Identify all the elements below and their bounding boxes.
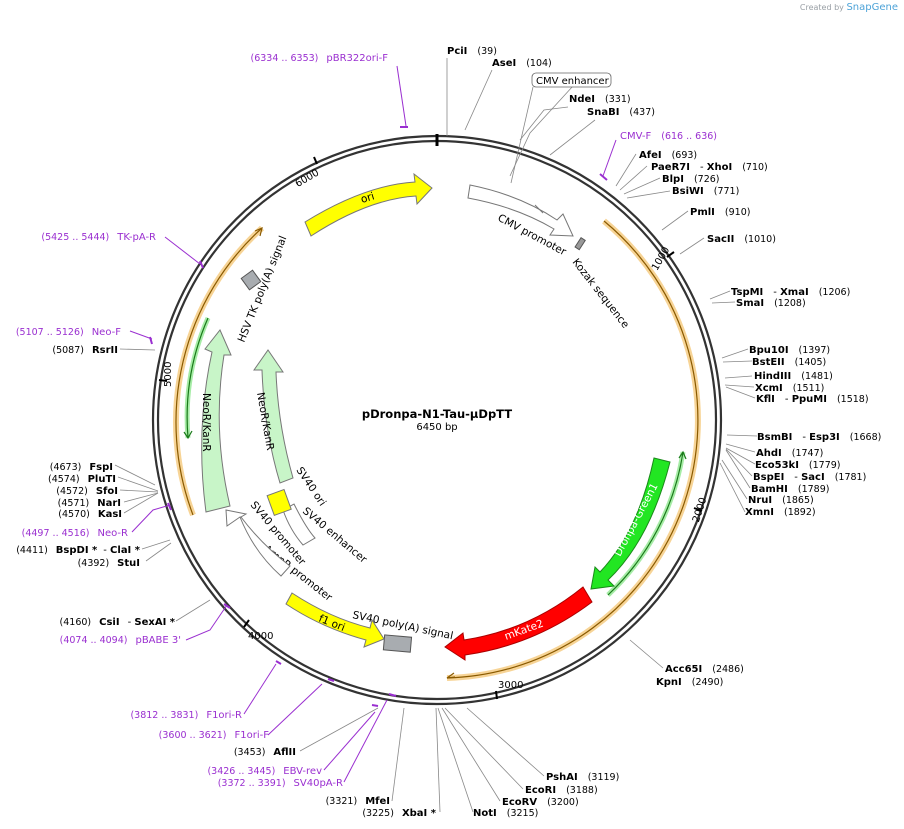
tick-5000: 5000 [163, 362, 174, 387]
primer-marks [129, 65, 617, 783]
cmv-enhancer-label: CMV enhancer [536, 76, 610, 87]
enzyme-sacii[interactable]: SacII(1010) [707, 234, 776, 245]
primer-cmv-f[interactable]: CMV-F(616 .. 636) [620, 131, 717, 142]
enzyme-rsrii[interactable]: (5087)RsrII [52, 345, 118, 356]
enzyme-kfli[interactable]: KflI- PpuMI(1518) [756, 394, 869, 405]
enzyme-ecorv[interactable]: EcoRV(3200) [502, 797, 579, 808]
origin-mark [435, 134, 439, 146]
enzyme-pshai[interactable]: PshAI(3119) [546, 772, 619, 783]
enzyme-sfoi[interactable]: (4572)SfoI [56, 486, 118, 497]
enzyme-stui[interactable]: (4392)StuI [78, 558, 140, 569]
feature-sv40-enhancer[interactable] [282, 503, 316, 546]
enzyme-pmli[interactable]: PmlI(910) [690, 207, 750, 218]
feature-kozak-label: Kozak sequence [570, 256, 632, 330]
primer-f1ori-f[interactable]: (3600 .. 3621)F1ori-F [159, 730, 270, 741]
feature-neokan-outer[interactable]: NeoR/KanR [200, 329, 232, 513]
enzyme-pcii[interactable]: PciI(39) [447, 46, 497, 57]
enzyme-kasi[interactable]: (4570)KasI [58, 509, 122, 520]
enzyme-hindiii[interactable]: HindIII(1481) [754, 371, 833, 382]
enzyme-pluti[interactable]: (4574)PluTI [48, 474, 116, 485]
primer-ebv-rev[interactable]: (3426 .. 3445)EBV-rev [207, 766, 322, 777]
feature-hsv-tk-polya[interactable] [240, 269, 262, 291]
enzyme-noti[interactable]: NotI(3215) [473, 808, 538, 819]
enzyme-xbai[interactable]: (3225)XbaI * [362, 808, 436, 819]
feature-sv40-polya[interactable] [382, 634, 413, 653]
enzyme-ecori[interactable]: EcoRI(3188) [525, 785, 598, 796]
primer-neo-r[interactable]: (4497 .. 4516)Neo-R [22, 528, 128, 539]
enzyme-tspmi[interactable]: TspMI- XmaI(1206) [731, 287, 850, 298]
feature-ori[interactable]: ori [304, 172, 433, 237]
plasmid-name: pDronpa-N1-Tau-μDpTT [362, 407, 512, 421]
tick-4000: 4000 [248, 631, 273, 642]
primer-f1ori-r[interactable]: (3812 .. 3831)F1ori-R [130, 710, 242, 721]
feature-sv40-ori[interactable] [266, 488, 292, 517]
enzyme-kpni[interactable]: KpnI(2490) [656, 677, 723, 688]
feature-cmv-promoter[interactable] [467, 184, 574, 237]
enzyme-bamhi[interactable]: BamHI(1789) [751, 484, 829, 495]
tick-1000: 1000 [650, 245, 672, 273]
feature-mkate2[interactable]: mKate2 [444, 586, 593, 661]
feature-neokan-outer-label: NeoR/KanR [200, 393, 212, 452]
enzyme-asei[interactable]: AseI(104) [492, 58, 552, 69]
snapgene-logo: Created by SnapGene [799, 2, 898, 13]
feature-f1-ori-label: f1 ori [317, 613, 347, 634]
dronpa-orf-line [606, 450, 687, 597]
backbone [151, 134, 723, 706]
neo-orf-line [183, 316, 211, 440]
enzyme-snabi[interactable]: SnaBI(437) [587, 107, 655, 118]
enzyme-bpu10i[interactable]: Bpu10I(1397) [749, 345, 830, 356]
enzyme-leaders [114, 58, 758, 813]
enzyme-mfei[interactable]: (3321)MfeI [326, 796, 390, 807]
tick-6000: 6000 [294, 168, 322, 190]
enzyme-blpi[interactable]: BlpI(726) [662, 174, 719, 185]
enzyme-smai[interactable]: SmaI(1208) [736, 298, 806, 309]
enzyme-nrui[interactable]: NruI(1865) [748, 495, 814, 506]
enzyme-bspdi[interactable]: (4411)BspDI *- ClaI * [16, 545, 141, 556]
feature-sv40-promoter[interactable] [225, 509, 291, 577]
enzyme-aflii[interactable]: (3453)AflII [234, 747, 296, 758]
feature-dronpa-label: Dronpa-Green1 [612, 481, 661, 558]
enzyme-bsmbi[interactable]: BsmBI- Esp3I(1668) [757, 432, 881, 443]
enzyme-acc65i[interactable]: Acc65I(2486) [665, 664, 744, 675]
cmv-enhancer-callout[interactable]: CMV enhancer [510, 72, 612, 184]
scale-ticks [158, 156, 703, 700]
feature-sv40-ori-label: SV40 ori [294, 465, 329, 508]
enzyme-xmni[interactable]: XmnI(1892) [745, 507, 816, 518]
plasmid-size: 6450 bp [416, 422, 457, 433]
enzyme-ahdi[interactable]: AhdI(1747) [756, 448, 823, 459]
enzyme-fspi[interactable]: (4673)FspI [50, 462, 113, 473]
enzyme-xcmi[interactable]: XcmI(1511) [755, 383, 824, 394]
feature-kozak[interactable] [574, 237, 586, 251]
enzyme-bsteii[interactable]: BstEII(1405) [752, 357, 826, 368]
primer-neo-f[interactable]: (5107 .. 5126)Neo-F [16, 327, 121, 338]
enzyme-ndei[interactable]: NdeI(331) [569, 94, 631, 105]
primer-pbabe-3[interactable]: (4074 .. 4094)pBABE 3' [60, 635, 181, 646]
enzyme-csii[interactable]: (4160)CsiI- SexAI * [60, 617, 176, 628]
enzyme-afei[interactable]: AfeI(693) [639, 150, 697, 161]
primer-sv40pa-r[interactable]: (3372 .. 3391)SV40pA-R [218, 778, 343, 789]
feature-f1-ori[interactable]: f1 ori [285, 592, 385, 648]
tick-3000: 3000 [498, 680, 523, 691]
enzyme-eco53ki[interactable]: Eco53kI(1779) [755, 460, 841, 471]
orf-track [173, 218, 701, 681]
enzyme-nari[interactable]: (4571)NarI [58, 498, 121, 509]
primer-labels: (6334 .. 6353)pBR322ori-F CMV-F(616 .. 6… [16, 53, 717, 789]
feature-ori-label: ori [359, 190, 376, 205]
enzyme-labels: PciI(39) AseI(104) NdeI(331) SnaBI(437) … [16, 46, 881, 819]
primer-pbr322ori-f[interactable]: (6334 .. 6353)pBR322ori-F [251, 53, 389, 64]
feature-neokan-inner[interactable]: NeoR/KanR [253, 349, 294, 484]
enzyme-bspei[interactable]: BspEI- SacI(1781) [753, 472, 866, 483]
enzyme-bsiwi[interactable]: BsiWI(771) [672, 186, 739, 197]
primer-tk-pa-r[interactable]: (5425 .. 5444)TK-pA-R [41, 232, 156, 243]
enzyme-paer7i[interactable]: PaeR7I- XhoI(710) [651, 162, 768, 173]
